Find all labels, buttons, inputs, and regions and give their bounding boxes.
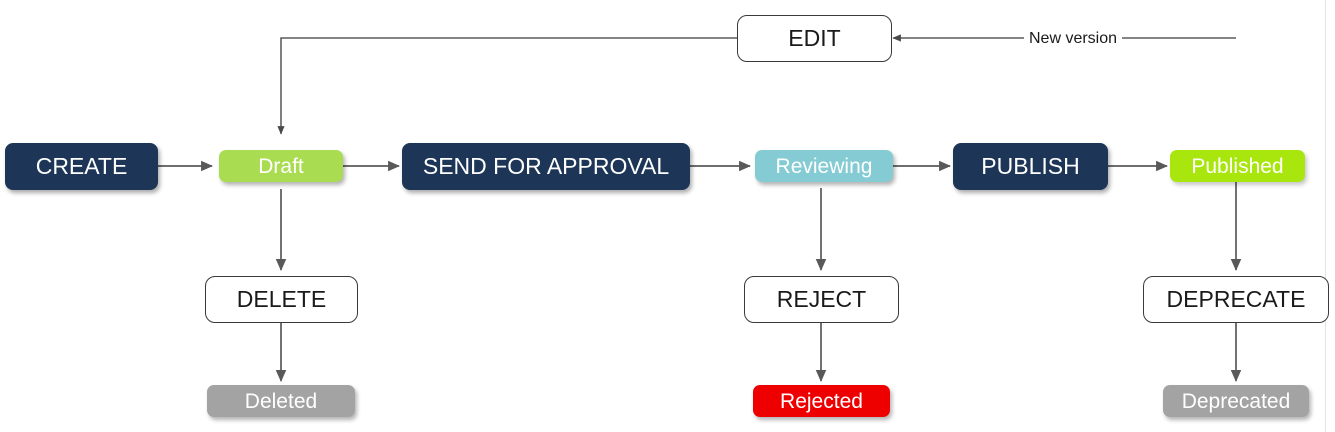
node-reject[interactable]: REJECT [744,276,899,323]
node-create-label: CREATE [35,153,128,179]
node-deprecated[interactable]: Deprecated [1163,385,1309,417]
node-reject-label: REJECT [776,286,867,312]
node-delete[interactable]: DELETE [205,276,358,323]
node-create[interactable]: CREATE [5,143,158,190]
node-deprecate[interactable]: DEPRECATE [1143,276,1329,323]
node-published[interactable]: Published [1170,150,1305,182]
node-rejected-label: Rejected [780,389,863,413]
node-publish-label: PUBLISH [981,153,1080,179]
node-reviewing[interactable]: Reviewing [755,150,893,182]
edge-edit-to-draft [277,37,737,135]
node-draft[interactable]: Draft [219,150,343,182]
node-deprecated-label: Deprecated [1181,389,1291,413]
node-edit[interactable]: EDIT [737,15,892,62]
node-deleted-label: Deleted [244,389,318,413]
node-send-for-approval-label: SEND FOR APPROVAL [422,153,670,179]
node-rejected[interactable]: Rejected [753,385,890,417]
node-reviewing-label: Reviewing [775,154,873,178]
node-published-label: Published [1191,154,1284,178]
node-deprecate-label: DEPRECATE [1166,286,1306,312]
node-send-for-approval[interactable]: SEND FOR APPROVAL [402,143,690,190]
node-publish[interactable]: PUBLISH [953,143,1108,190]
edge-label-new-version: New version [1024,30,1123,48]
node-deleted[interactable]: Deleted [207,385,355,417]
node-edit-label: EDIT [788,25,841,51]
node-draft-label: Draft [258,154,304,178]
node-delete-label: DELETE [236,286,327,312]
